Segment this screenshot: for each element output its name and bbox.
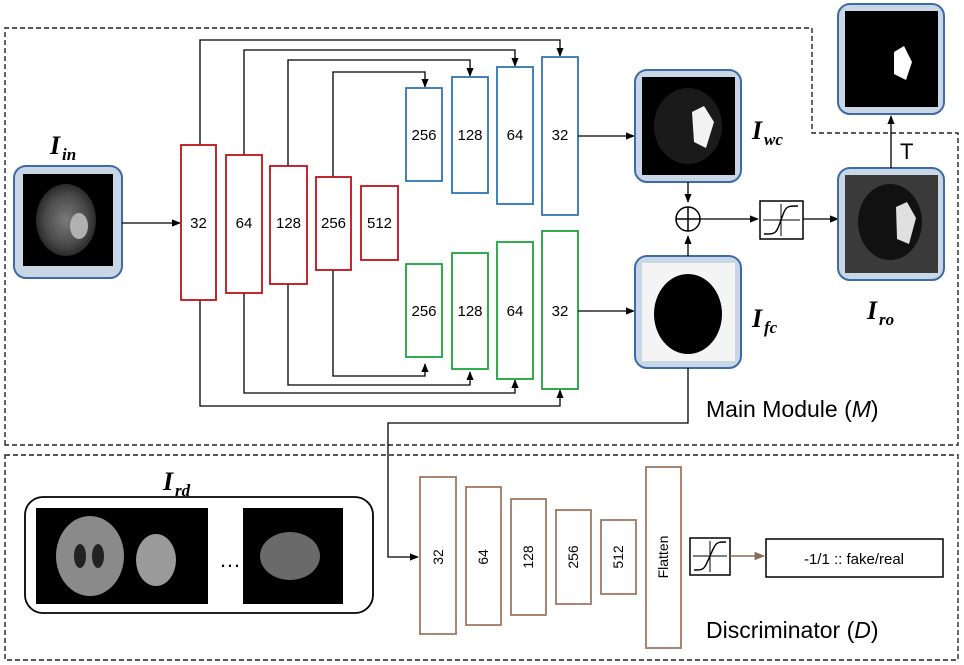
label-I-ro-main: I xyxy=(866,296,878,325)
disc-label-4: 512 xyxy=(610,545,626,569)
decoder-fc-block-256 xyxy=(405,263,443,358)
encoder-label-3: 256 xyxy=(321,215,346,232)
encoder-block-256 xyxy=(315,176,352,271)
disc-label-3: 256 xyxy=(565,545,581,569)
output-label: -1/1 :: fake/real xyxy=(804,551,904,568)
input-image xyxy=(13,165,123,279)
encoder-block-64 xyxy=(225,154,263,294)
decoder-wc-block-256 xyxy=(405,87,443,182)
decoder-wc-label-0: 256 xyxy=(411,127,436,144)
decoder-fc-label-0: 256 xyxy=(411,303,436,320)
disc-block-32 xyxy=(419,476,457,635)
ellipsis-label: … xyxy=(219,547,241,572)
disc-block-64 xyxy=(465,486,502,626)
main-module-label: Main Module (M) xyxy=(706,396,879,422)
disc-label-2: 128 xyxy=(520,545,536,569)
fc-output-image xyxy=(634,255,742,369)
disc-block-128 xyxy=(510,498,547,616)
label-I-rd-main: I xyxy=(162,467,174,496)
ro-output-image xyxy=(837,167,945,281)
discriminator: 32 64 128 256 512 Flatten xyxy=(419,466,682,649)
decoder-wc-block-64 xyxy=(496,66,534,205)
encoder-block-32 xyxy=(180,144,217,301)
label-I-fc-sub: fc xyxy=(764,318,778,337)
real-images-group: … xyxy=(24,496,374,614)
label-I-fc-main: I xyxy=(751,304,763,333)
thresholded-mask-image xyxy=(837,3,945,115)
disc-block-256 xyxy=(555,509,592,605)
encoder-label-4: 512 xyxy=(367,215,392,232)
encoder-label-1: 64 xyxy=(236,215,253,232)
sigmoid-icon xyxy=(759,200,804,240)
disc-label-1: 64 xyxy=(475,549,491,565)
discriminator-module-border xyxy=(4,454,959,661)
decoder-fc: 256 128 64 32 xyxy=(405,230,579,390)
disc-label-0: 32 xyxy=(430,549,446,565)
disc-block-512 xyxy=(600,519,637,595)
label-I-wc-sub: wc xyxy=(764,130,783,149)
encoder-label-2: 128 xyxy=(276,215,301,232)
encoder-block-512 xyxy=(360,185,399,261)
decoder-wc-block-128 xyxy=(451,76,489,194)
discriminator-module-label: Discriminator (D) xyxy=(706,617,879,643)
threshold-label: T xyxy=(900,139,913,164)
decoder-wc-label-3: 32 xyxy=(552,127,569,144)
wc-output-image xyxy=(634,69,742,183)
output-box xyxy=(765,538,944,578)
decoder-fc-block-64 xyxy=(496,241,534,380)
decoder-wc: 256 128 64 32 xyxy=(405,56,579,216)
decoder-wc-block-32 xyxy=(541,56,579,216)
decoder-fc-label-3: 32 xyxy=(552,303,569,320)
decoder-fc-label-2: 64 xyxy=(507,303,524,320)
label-I-wc-main: I xyxy=(751,116,763,145)
decoder-wc-label-2: 64 xyxy=(507,127,524,144)
decoder-wc-label-1: 128 xyxy=(457,127,482,144)
decoder-fc-block-32 xyxy=(541,230,579,390)
decoder-fc-block-128 xyxy=(451,252,489,370)
disc-block-flatten xyxy=(645,466,682,649)
encoder: 32 64 128 256 512 xyxy=(180,144,399,301)
label-I-in-main: I xyxy=(49,131,61,160)
label-I-in-sub: in xyxy=(62,145,76,164)
plus-circle-icon xyxy=(675,206,701,232)
encoder-label-0: 32 xyxy=(190,215,207,232)
encoder-block-128 xyxy=(269,165,308,285)
label-I-ro-sub: ro xyxy=(879,310,894,329)
main-module-border xyxy=(4,27,959,446)
label-I-rd-sub: rd xyxy=(175,481,191,500)
decoder-fc-label-1: 128 xyxy=(457,303,482,320)
disc-label-5: Flatten xyxy=(655,536,671,579)
skip-connections xyxy=(199,39,564,407)
disc-sigmoid-icon xyxy=(689,537,731,576)
